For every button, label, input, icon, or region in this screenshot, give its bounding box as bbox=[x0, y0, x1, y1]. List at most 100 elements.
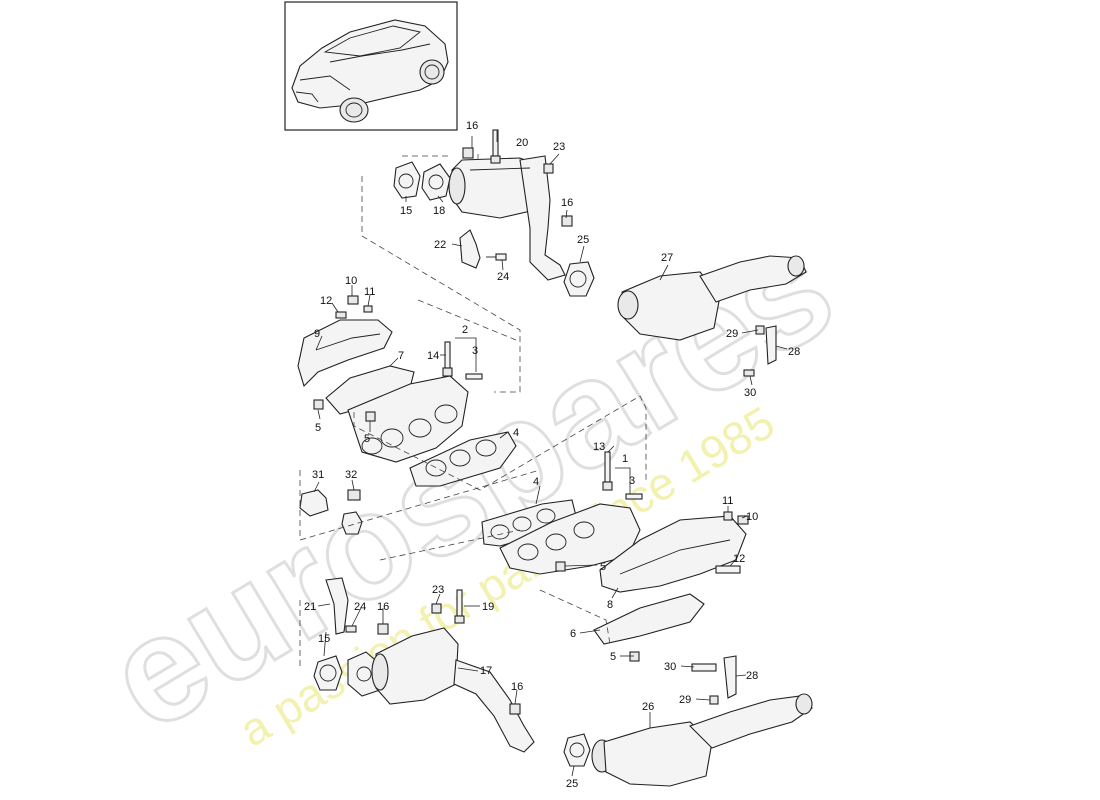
bolt-24-upper bbox=[486, 253, 507, 261]
callout-18: 18 bbox=[433, 205, 445, 217]
callout-13: 13 bbox=[593, 441, 605, 453]
callout-4: 4 bbox=[513, 427, 519, 439]
gasket-4-left bbox=[409, 431, 517, 487]
bolt-23-upper bbox=[543, 163, 554, 174]
callout-6: 6 bbox=[570, 628, 576, 640]
callout-23: 23 bbox=[432, 584, 444, 596]
callout-10: 10 bbox=[746, 511, 758, 523]
stud-3-left bbox=[465, 373, 483, 380]
callout-26: 26 bbox=[642, 701, 654, 713]
clip-31 bbox=[299, 489, 329, 517]
callout-1: 1 bbox=[622, 453, 628, 465]
nut-16-upper bbox=[462, 147, 474, 159]
nut-16-lower bbox=[377, 623, 389, 635]
nut-5-left-b bbox=[365, 411, 376, 422]
catalytic-converter-upper-18 bbox=[448, 155, 566, 281]
car-suv-icon bbox=[291, 19, 449, 123]
callout-24: 24 bbox=[497, 271, 509, 283]
callout-16: 16 bbox=[511, 681, 523, 693]
callout-12: 12 bbox=[320, 295, 332, 307]
callout-14: 14 bbox=[427, 350, 439, 362]
callout-8: 8 bbox=[607, 599, 613, 611]
bolt-12-left bbox=[335, 311, 347, 319]
heat-shield-7 bbox=[325, 365, 415, 415]
callout-5: 5 bbox=[600, 561, 606, 573]
callout-2: 2 bbox=[462, 324, 468, 336]
callout-12: 12 bbox=[733, 553, 745, 565]
bracket-21 bbox=[325, 577, 349, 635]
bolt-30-lower bbox=[691, 663, 717, 672]
callout-11: 11 bbox=[364, 286, 375, 298]
callout-28: 28 bbox=[788, 346, 800, 358]
callout-7: 7 bbox=[398, 350, 404, 362]
clip-32 bbox=[341, 489, 363, 535]
vehicle-thumbnail bbox=[284, 1, 458, 131]
bracket-28-lower bbox=[723, 655, 737, 699]
exhaust-manifold-2 bbox=[347, 375, 469, 463]
callout-11: 11 bbox=[722, 495, 733, 507]
callout-labels: 16 20 23 15 18 16 22 24 25 27 10 11 12 9… bbox=[304, 120, 800, 790]
callout-10: 10 bbox=[345, 275, 357, 287]
callout-25: 25 bbox=[577, 234, 589, 246]
callout-16: 16 bbox=[561, 197, 573, 209]
bolt-29-lower bbox=[709, 695, 719, 705]
sensor-19 bbox=[454, 589, 465, 624]
catalytic-converter-26 bbox=[591, 693, 813, 787]
catalytic-converter-17 bbox=[347, 627, 535, 753]
sensor-20-upper bbox=[490, 129, 501, 164]
callout-28: 28 bbox=[746, 670, 758, 682]
callout-3: 3 bbox=[472, 345, 478, 357]
callout-4: 4 bbox=[533, 476, 539, 488]
heat-shield-8 bbox=[599, 515, 747, 593]
callout-27: 27 bbox=[661, 252, 673, 264]
bolt-11-right bbox=[723, 511, 733, 521]
callout-15: 15 bbox=[318, 633, 330, 645]
callout-30: 30 bbox=[664, 661, 676, 673]
callout-30: 30 bbox=[744, 387, 756, 399]
callout-24: 24 bbox=[354, 601, 366, 613]
callout-22: 22 bbox=[434, 239, 446, 251]
bracket-28-upper bbox=[765, 325, 777, 365]
leader-lines bbox=[313, 130, 788, 777]
callout-9: 9 bbox=[314, 328, 320, 340]
bolt-11-left bbox=[363, 305, 373, 313]
callout-29: 29 bbox=[679, 694, 691, 706]
gasket-15-lower bbox=[313, 655, 343, 691]
nut-16-bottom bbox=[509, 703, 521, 715]
nut-5-right bbox=[555, 561, 566, 572]
gasket-15-upper bbox=[393, 161, 421, 199]
sensor-13 bbox=[602, 451, 613, 491]
callout-31: 31 bbox=[312, 469, 324, 481]
callout-19: 19 bbox=[482, 601, 494, 613]
stud-3-right bbox=[625, 493, 643, 500]
nut-5-right-low bbox=[629, 651, 640, 662]
bolt-23-lower bbox=[431, 603, 442, 614]
dashed-grouping-lines bbox=[299, 150, 647, 666]
nut-5-left-a bbox=[313, 399, 324, 410]
exhaust-manifold-1 bbox=[499, 503, 641, 575]
callout-5: 5 bbox=[364, 433, 370, 445]
callout-16: 16 bbox=[377, 601, 389, 613]
callout-21: 21 bbox=[304, 601, 316, 613]
nut-16-mid bbox=[561, 215, 573, 227]
flange-18-upper bbox=[421, 163, 451, 201]
catalytic-converter-27 bbox=[617, 255, 807, 341]
bolt-10-right bbox=[737, 515, 749, 525]
sensor-14 bbox=[442, 341, 453, 377]
callout-5: 5 bbox=[315, 422, 321, 434]
callout-20: 20 bbox=[516, 137, 528, 149]
callout-32: 32 bbox=[345, 469, 357, 481]
gasket-25-lower bbox=[563, 733, 591, 767]
bolt-24-lower bbox=[345, 625, 357, 633]
callout-29: 29 bbox=[726, 328, 738, 340]
bolt-10-left bbox=[347, 295, 359, 305]
bolt-12-right bbox=[715, 565, 741, 574]
bracket-22-upper bbox=[459, 229, 481, 269]
callout-25: 25 bbox=[566, 778, 578, 790]
callout-17: 17 bbox=[480, 665, 492, 677]
callout-3: 3 bbox=[629, 475, 635, 487]
callout-15: 15 bbox=[400, 205, 412, 217]
bolt-30-upper bbox=[743, 369, 755, 377]
callout-16: 16 bbox=[466, 120, 478, 132]
